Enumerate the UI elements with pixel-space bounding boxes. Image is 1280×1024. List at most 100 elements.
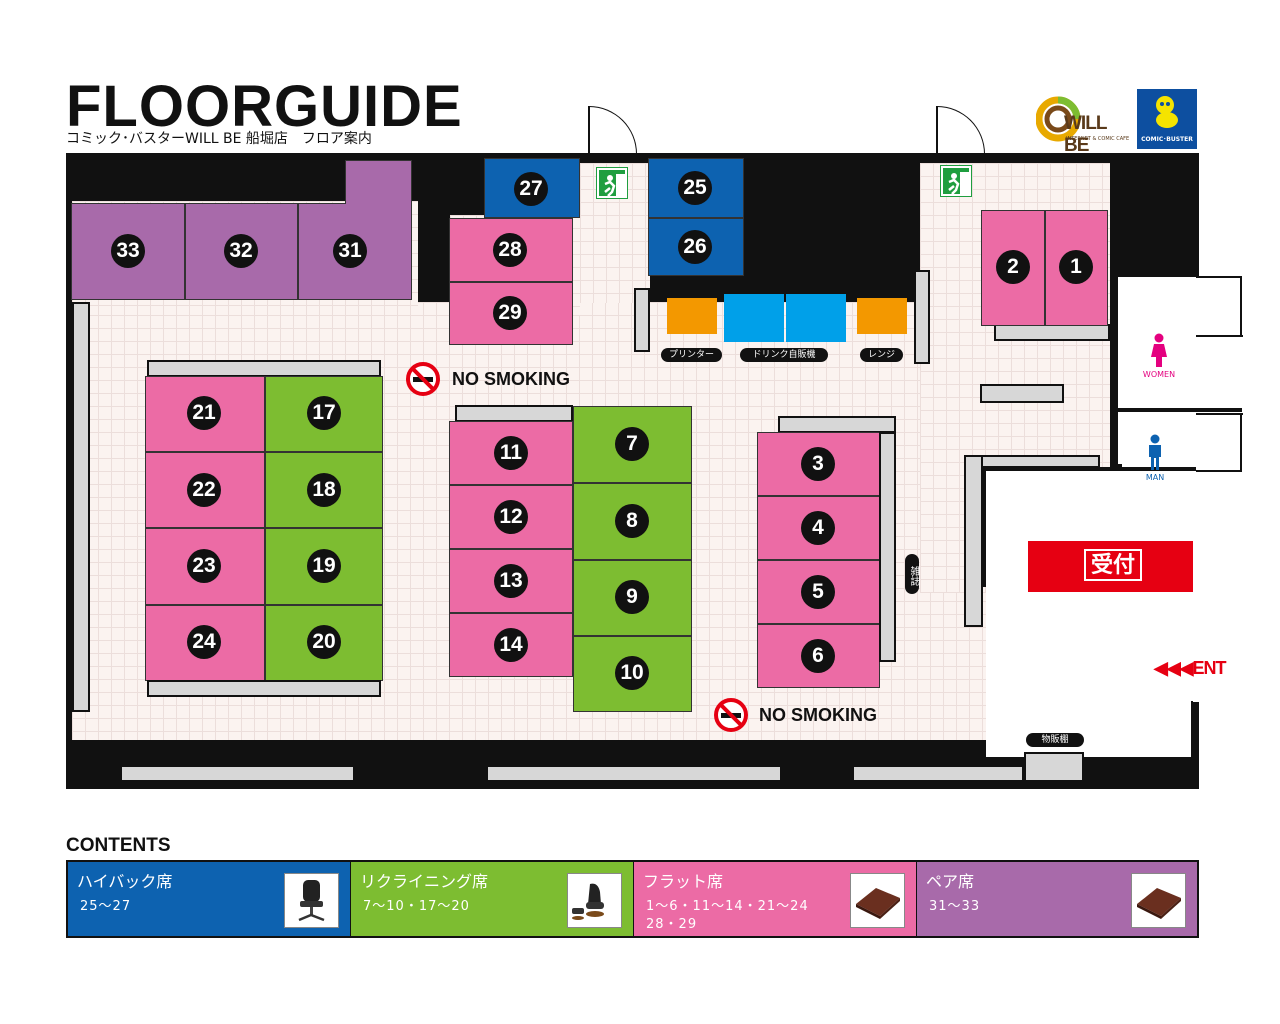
magazine-label: 雑誌: [905, 554, 919, 594]
office-chair-icon: [284, 873, 339, 928]
no-smoking-icon: [714, 698, 748, 732]
bookshelf-block-c-right: [879, 432, 896, 662]
seat-number-21: 21: [187, 396, 221, 430]
comic-buster-logo: COMIC･BUSTER: [1137, 89, 1197, 149]
seat-number-6: 6: [801, 639, 835, 673]
no-smoking-icon: [406, 362, 440, 396]
counter-left-post: [634, 288, 650, 352]
restroom-notch-inner: [1196, 335, 1243, 415]
door-right-swing: [937, 106, 985, 154]
counter-frame: [650, 292, 912, 342]
seat-number-28: 28: [493, 233, 527, 267]
seat-number-26: 26: [678, 230, 712, 264]
seat-number-33: 33: [111, 234, 145, 268]
seat-number-32: 32: [224, 234, 258, 268]
door-left-swing: [589, 106, 637, 154]
reception-label: 受付: [1084, 549, 1142, 581]
goods-shelf-label: 物販棚: [1026, 733, 1084, 747]
wall-block-left-bottom: [66, 740, 120, 789]
willbe-logo-text: WILL BE: [1064, 113, 1107, 156]
legend-pair-label: ペア席: [926, 872, 975, 891]
pair-seat-31-ext: [345, 160, 412, 204]
legend-highback-range: 25～27: [80, 899, 132, 914]
no-smoking-label-2: NO SMOKING: [759, 705, 878, 725]
legend-highback: ハイバック席 25～27: [68, 862, 350, 936]
bookshelf-bottom-left: [120, 765, 355, 782]
willbe-logo-subtext: INTERNET & COMIC CAFE: [1066, 136, 1130, 142]
seat-number-4: 4: [801, 511, 835, 545]
flat-mat-icon: [850, 873, 905, 928]
women-label: WOMEN: [1142, 370, 1176, 379]
women-icon: [1151, 333, 1167, 367]
seat-number-12: 12: [494, 500, 528, 534]
man-label: MAN: [1145, 473, 1165, 482]
bookshelf-entrance-top: [965, 455, 1100, 468]
legend-flat-range: 1～6・11～14・21～24: [646, 899, 809, 914]
counter-right-post: [914, 270, 930, 364]
seat-number-18: 18: [307, 473, 341, 507]
seat-number-11: 11: [494, 436, 528, 470]
seat-number-29: 29: [493, 296, 527, 330]
pair-mat-icon: [1131, 873, 1186, 928]
emergency-exit-sign-right: [941, 166, 971, 196]
legend-flat-range-2: 28・29: [646, 917, 698, 932]
legend-recliner: リクライニング席 7～10・17～20: [351, 862, 633, 936]
wall-block-center-bottom: [414, 740, 484, 789]
bookshelf-entrance-left: [964, 455, 983, 627]
entrance-opening: [1193, 638, 1201, 702]
contents-title: CONTENTS: [66, 835, 171, 856]
legend-flat-label: フラット席: [643, 872, 724, 891]
seat-number-10: 10: [615, 656, 649, 690]
drink-label: ドリンク自販機: [740, 348, 828, 362]
entrance-wall-right: [1191, 701, 1199, 789]
bookshelf-block-c-top: [778, 416, 896, 433]
seat-number-7: 7: [615, 427, 649, 461]
legend-recliner-label: リクライニング席: [360, 872, 489, 891]
emergency-exit-icon: [948, 172, 969, 195]
no-smoking-label-1: NO SMOKING: [452, 369, 571, 389]
seat-number-27: 27: [514, 172, 548, 206]
seat-number-1: 1: [1059, 250, 1093, 284]
seat-number-17: 17: [307, 396, 341, 430]
seat-number-20: 20: [307, 625, 341, 659]
seat-number-22: 22: [187, 473, 221, 507]
bookshelf-small-center-right: [980, 384, 1064, 403]
entrance-area: [986, 471, 1199, 757]
legend-pair-range: 31～33: [929, 899, 981, 914]
seat-number-19: 19: [307, 549, 341, 583]
willbe-logo-mark-icon: [1035, 96, 1081, 142]
page-subtitle: コミック･バスターWILL BE 船堀店 フロア案内: [66, 131, 372, 147]
seat-number-13: 13: [494, 564, 528, 598]
microwave-label: レンジ: [860, 348, 903, 362]
seat-number-9: 9: [615, 580, 649, 614]
legend-pair: ペア席 31～33: [917, 862, 1197, 936]
seat-number-25: 25: [678, 171, 712, 205]
seat-number-2: 2: [996, 250, 1030, 284]
seat-number-5: 5: [801, 575, 835, 609]
emergency-exit-icon: [604, 174, 625, 197]
printer[interactable]: [667, 298, 717, 334]
man-icon: [1149, 434, 1161, 470]
flat-seat-3[interactable]: [757, 432, 880, 496]
drink-vending-machine-2[interactable]: [786, 294, 846, 342]
goods-shelf: [1024, 752, 1084, 782]
legend-flat: フラット席 1～6・11～14・21～24 28・29: [634, 862, 916, 936]
microwave[interactable]: [857, 298, 907, 334]
drink-vending-machine-1[interactable]: [724, 294, 784, 342]
seat-number-23: 23: [187, 549, 221, 583]
seat-number-31: 31: [333, 234, 367, 268]
bookshelf-seat-1-2-bottom: [994, 324, 1110, 341]
comic-buster-mascot-icon: [1156, 96, 1178, 128]
bookshelf-left-wall: [72, 302, 90, 712]
bookshelf-block-a-bottom: [147, 680, 381, 697]
seat-number-14: 14: [494, 628, 528, 662]
wall-block-center2-bottom: [780, 740, 850, 789]
contents-legend: ハイバック席 25～27 リクライニング席 7～10・17～20 フラット席: [66, 860, 1199, 938]
bookshelf-bottom-center: [486, 765, 782, 782]
entrance-label: ◀◀◀ENT: [1154, 658, 1227, 678]
restroom-room-women: [1118, 277, 1196, 408]
willbe-logo: WILL BE INTERNET & COMIC CAFE: [1035, 93, 1134, 156]
seat-number-3: 3: [801, 447, 835, 481]
legend-recliner-range: 7～10・17～20: [363, 899, 470, 914]
recliner-chair-icon: [567, 873, 622, 928]
